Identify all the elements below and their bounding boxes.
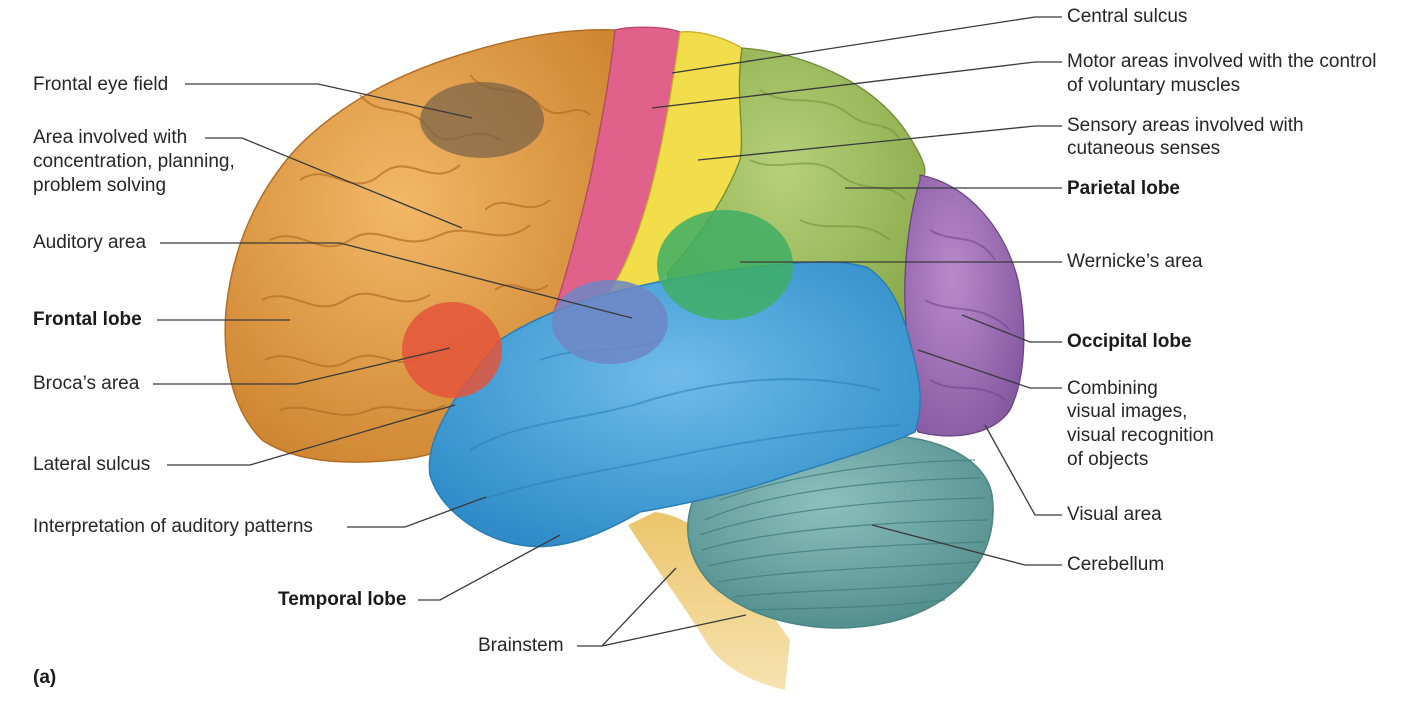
label-occipital-lobe: Occipital lobe [1067,331,1192,352]
label-auditory-area: Auditory area [33,232,147,253]
label-wernickes-area: Wernicke’s area [1067,251,1203,272]
label-concentration-line1: Area involved with [33,127,188,148]
label-frontal-eye-field: Frontal eye field [33,74,169,95]
label-concentration-line2: concentration, planning, [33,151,235,172]
label-motor-areas-line1: Motor areas involved with the control [1067,51,1377,72]
label-sensory-areas-line2: cutaneous senses [1067,138,1221,159]
panel-label: (a) [33,667,57,688]
occipital-gyri [924,229,1011,401]
label-motor-areas-line2: of voluntary muscles [1067,75,1241,96]
label-lateral-sulcus: Lateral sulcus [33,454,151,475]
label-interpretation-auditory: Interpretation of auditory patterns [33,516,313,537]
label-combining-line1: Combining [1067,378,1158,399]
label-central-sulcus: Central sulcus [1067,6,1188,27]
parietal-gyri [749,89,906,241]
frontal-eye-field-area [420,82,544,158]
auditory-area-region [552,280,668,364]
leader-lines [153,16,1062,647]
label-combining-line4: of objects [1067,449,1149,470]
label-sensory-areas-line1: Sensory areas involved with [1067,115,1304,136]
label-visual-area: Visual area [1067,504,1162,525]
label-frontal-lobe: Frontal lobe [33,309,142,330]
brocas-area-region [402,302,502,398]
label-brocas-area: Broca’s area [33,373,140,394]
brainstem-region [628,512,790,690]
label-parietal-lobe: Parietal lobe [1067,178,1180,199]
label-cerebellum: Cerebellum [1067,554,1165,575]
wernickes-area-region [657,210,793,320]
occipital-lobe-region [904,174,1025,437]
label-brainstem: Brainstem [478,635,564,656]
label-concentration-line3: problem solving [33,175,167,196]
label-combining-line2: visual images, [1067,401,1188,422]
label-temporal-lobe: Temporal lobe [278,589,407,610]
label-combining-line3: visual recognition [1067,425,1214,446]
